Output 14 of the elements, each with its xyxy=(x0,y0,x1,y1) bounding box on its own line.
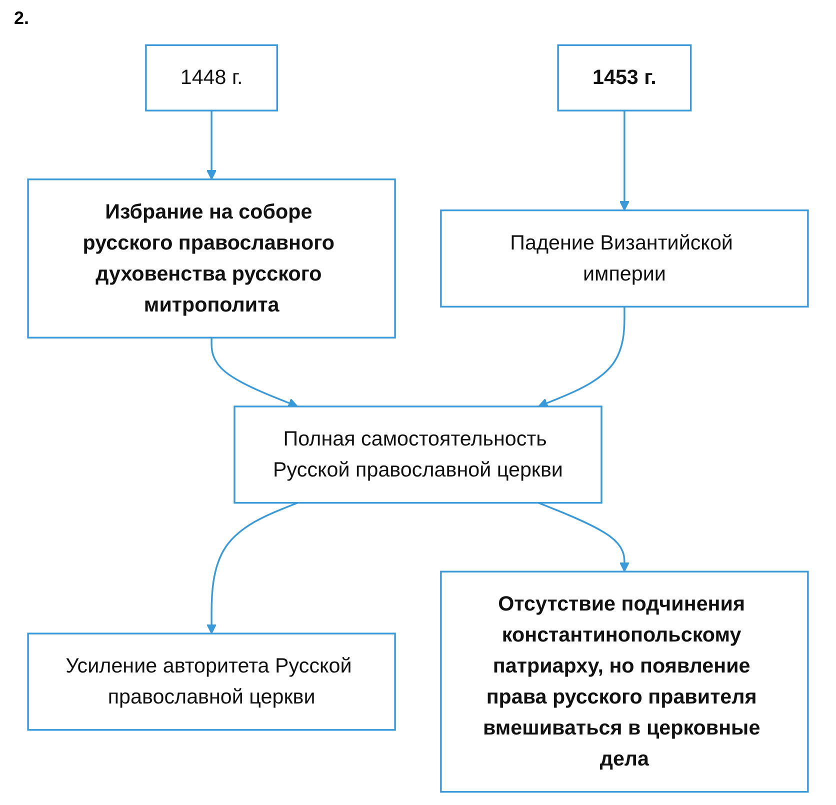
node-box: 1453 г. xyxy=(557,44,692,112)
node-box: Падение Византийской империи xyxy=(440,209,809,308)
arrow xyxy=(538,502,630,572)
node-box: Отсутствие подчинения константинопольскому патриарху, но появление права русского правителя вмешиваться в церковные дела xyxy=(440,570,809,793)
arrow xyxy=(206,502,298,634)
node-box: Усиление авторитета Русской православной церкви xyxy=(27,632,396,731)
task-number: 2. xyxy=(14,8,30,28)
arrow xyxy=(619,110,630,211)
node-box: 1448 г. xyxy=(145,44,278,112)
arrow xyxy=(538,306,626,408)
node-box: Полная самостоятельность Русской православной церкви xyxy=(234,406,602,504)
node-box: Избрание на соборе русского православного духовенства русского митрополита xyxy=(27,178,396,338)
arrow xyxy=(210,338,298,408)
arrow xyxy=(206,110,217,180)
